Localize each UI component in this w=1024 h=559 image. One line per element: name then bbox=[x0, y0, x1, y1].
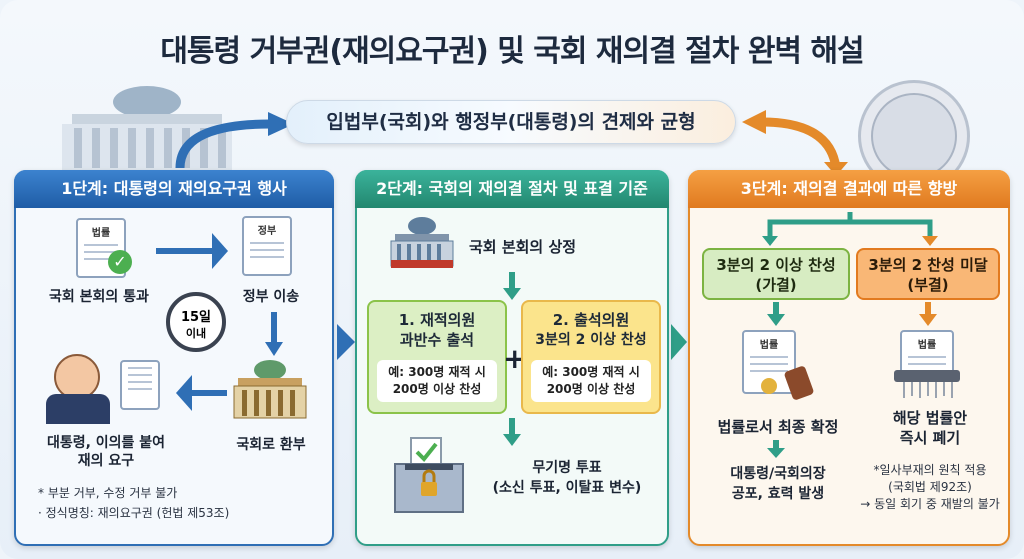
arrow-to-balance-icon bbox=[175, 112, 294, 169]
stamp-icon bbox=[783, 365, 815, 401]
assembly-pass-label: 국회 본회의 통과 bbox=[49, 289, 149, 305]
shredder-icon bbox=[894, 370, 960, 398]
checks-and-balances-banner: 입법부(국회)와 행정부(대통령)의 견제와 균형 bbox=[286, 100, 736, 144]
president-line2: 재의 요구 bbox=[77, 453, 135, 469]
president-suit bbox=[46, 394, 110, 424]
cond2-line2: 3분의 2 이상 찬성 bbox=[535, 332, 647, 348]
arrow-down-icon bbox=[503, 434, 521, 446]
stage3-heading: 3단계: 재의결 결과에 따른 향방 bbox=[688, 170, 1010, 208]
return-label: 국회로 환부 bbox=[236, 437, 306, 453]
promulgate-line2: 공포, 효력 발생 bbox=[731, 486, 825, 502]
ex1-line1: 예: 300명 재적 시 bbox=[388, 365, 486, 379]
chevron-right-icon bbox=[337, 324, 355, 360]
arrow-down-shaft bbox=[925, 302, 931, 316]
stage1-heading: 1단계: 대통령의 재의요구권 행사 bbox=[14, 170, 334, 208]
secret-vote-label: 무기명 투표 (소신 투표, 이탈표 변수) bbox=[467, 458, 667, 498]
abolish-label: 해당 법률안 즉시 폐기 bbox=[860, 408, 1000, 448]
note-official-name: · 정식명칭: 재의요구권 (헌법 제53조) bbox=[38, 506, 230, 520]
example2: 예: 300명 재적 시 200명 이상 찬성 bbox=[531, 360, 651, 402]
promulgate-line1: 대통령/국회의장 bbox=[730, 466, 826, 482]
abolish-line1: 해당 법률안 bbox=[892, 409, 968, 427]
arrow-down-icon bbox=[919, 314, 937, 326]
pass-line2: (가결) bbox=[755, 276, 797, 294]
arrow-down-icon bbox=[767, 448, 785, 458]
veto-document-icon bbox=[120, 360, 160, 410]
arrow-down-shaft bbox=[773, 440, 779, 450]
vote-line2: (소신 투표, 이탈표 변수) bbox=[492, 480, 642, 496]
check-icon: ✓ bbox=[108, 250, 132, 274]
ballot-box-icon bbox=[394, 437, 464, 513]
assembly-building-icon bbox=[233, 360, 307, 419]
fail-result-box: 3분의 2 찬성 미달 (부결) bbox=[856, 248, 1000, 300]
plenary-label: 국회 본회의 상정 bbox=[469, 238, 577, 256]
government-transfer-label: 정부 이송 bbox=[242, 289, 300, 305]
arrow-down-icon bbox=[265, 342, 283, 356]
example1: 예: 300명 재적 시 200명 이상 찬성 bbox=[377, 360, 497, 402]
cond1-line2: 과반수 출석 bbox=[399, 331, 475, 349]
timer-days: 15일 bbox=[180, 310, 212, 325]
vote-line1: 무기명 투표 bbox=[532, 460, 602, 476]
ex2-line1: 예: 300명 재적 시 bbox=[542, 365, 640, 379]
pass-result-box: 3분의 2 이상 찬성 (가결) bbox=[702, 248, 850, 300]
final-confirm-label: 법률로서 최종 확정 bbox=[717, 418, 839, 436]
fail-line2: (부결) bbox=[907, 276, 949, 294]
stage2-heading: 2단계: 국회의 재의결 절차 및 표결 기준 bbox=[355, 170, 669, 208]
ex1-line2: 200명 이상 찬성 bbox=[392, 382, 482, 396]
stage1-panel: 1단계: 대통령의 재의요구권 행사 법률 ✓ 정부 국회 본회의 통과 정부 … bbox=[14, 170, 334, 546]
plenary-building-icon bbox=[390, 217, 454, 268]
split-arrow-icon bbox=[762, 212, 938, 246]
gov-doc-label: 정부 bbox=[257, 226, 277, 237]
note-partial-veto: * 부분 거부, 수정 거부 불가 bbox=[38, 486, 178, 500]
arrow-down-icon bbox=[503, 288, 521, 300]
double-arrow-icon bbox=[742, 110, 848, 176]
arrow-left-shaft bbox=[191, 390, 227, 396]
president-request-label: 대통령, 이의를 붙여 재의 요구 bbox=[26, 434, 186, 470]
timer-icon: 15일 이내 bbox=[166, 292, 226, 352]
chevron-right-icon bbox=[671, 324, 687, 360]
arrow-down-shaft bbox=[509, 272, 515, 290]
cond1-line1: 1. 재적의원 bbox=[398, 311, 476, 329]
arrow-head bbox=[212, 233, 228, 269]
note-line2: (국회법 제92조) bbox=[888, 480, 972, 494]
page-title: 대통령 거부권(재의요구권) 및 국회 재의결 절차 완벽 해설 bbox=[160, 34, 864, 69]
president-line1: 대통령, 이의를 붙여 bbox=[46, 435, 166, 451]
promulgate-label: 대통령/국회의장 공포, 효력 발생 bbox=[698, 464, 858, 504]
cond2-line1: 2. 출석의원 bbox=[552, 311, 630, 329]
pass-line1: 3분의 2 이상 찬성 bbox=[716, 256, 836, 274]
fail-line1: 3분의 2 찬성 미달 bbox=[868, 256, 988, 274]
note-line3: → 동일 회기 중 재발의 불가 bbox=[860, 497, 1000, 511]
condition2-box: 2. 출석의원 3분의 2 이상 찬성 예: 300명 재적 시 200명 이상… bbox=[521, 300, 661, 414]
note-line1: *일사부재의 원칙 적용 bbox=[873, 463, 987, 477]
arrow-down-icon bbox=[767, 314, 785, 326]
discard-doc-label: 법률 bbox=[917, 340, 937, 351]
law-doc-label: 법률 bbox=[91, 228, 111, 239]
ex2-line2: 200명 이상 찬성 bbox=[546, 382, 636, 396]
plus-icon: + bbox=[503, 342, 527, 375]
stage3-panel: 3단계: 재의결 결과에 따른 향방 3분의 2 이상 찬성 (가결) 3분의 … bbox=[688, 170, 1010, 546]
law-confirm-doc-label: 법률 bbox=[759, 340, 779, 351]
arrow-down-shaft bbox=[509, 418, 515, 436]
arrow-left-icon bbox=[176, 375, 192, 411]
abolish-line2: 즉시 폐기 bbox=[899, 429, 961, 447]
government-document-icon: 정부 bbox=[242, 216, 292, 276]
arrow-down-shaft bbox=[271, 312, 277, 344]
arrow-right-icon bbox=[156, 248, 214, 254]
no-reconsideration-note: *일사부재의 원칙 적용 (국회법 제92조) → 동일 회기 중 재발의 불가 bbox=[854, 462, 1006, 513]
stage2-panel: 2단계: 국회의 재의결 절차 및 표결 기준 국회 본회의 상정 1. 재적의… bbox=[355, 170, 669, 546]
condition1-box: 1. 재적의원 과반수 출석 예: 300명 재적 시 200명 이상 찬성 bbox=[367, 300, 507, 414]
president-avatar bbox=[54, 354, 100, 400]
arrow-down-shaft bbox=[773, 302, 779, 316]
timer-within: 이내 bbox=[185, 327, 207, 340]
